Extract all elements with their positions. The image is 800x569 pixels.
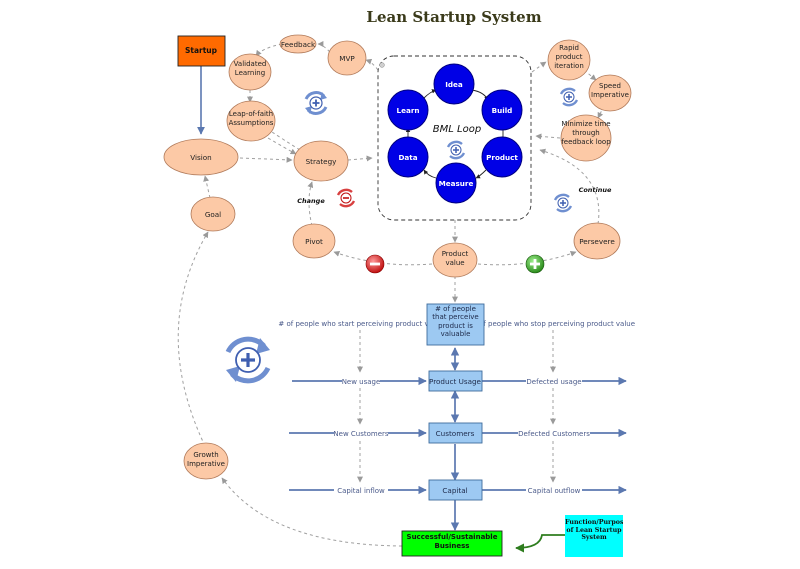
stock-customers[interactable]: Customers bbox=[428, 422, 483, 444]
bml-product-label: Product bbox=[486, 153, 518, 162]
node-speed-imperative[interactable]: Speed Imperative bbox=[588, 74, 632, 112]
bml-loop-region bbox=[377, 55, 532, 221]
stop-perceiving-label: # of people who stop perceiving product … bbox=[471, 320, 635, 328]
speed-imperative-label: Speed Imperative bbox=[591, 82, 629, 99]
defected-usage-label: Defected usage bbox=[526, 378, 581, 386]
function-arrow bbox=[515, 534, 565, 553]
bml-loop-label: BML Loop bbox=[433, 124, 481, 135]
capital-outflow-label: Capital outflow bbox=[528, 487, 581, 495]
feedback-label: Feedback bbox=[281, 40, 316, 49]
node-persevere[interactable]: Persevere bbox=[573, 222, 621, 260]
goal-label: Goal bbox=[205, 210, 221, 219]
stock-capital[interactable]: Capital bbox=[428, 479, 483, 501]
bml-data-label: Data bbox=[398, 153, 417, 162]
minus-icon bbox=[365, 254, 385, 274]
mvp-label: MVP bbox=[339, 54, 355, 63]
speed-loop-icon bbox=[559, 87, 579, 107]
start-perceiving-label: # of people who start perceiving product… bbox=[278, 320, 443, 328]
bml-build-label: Build bbox=[492, 106, 513, 115]
bml-center-loop-icon bbox=[446, 140, 466, 160]
strategy-label: Strategy bbox=[306, 157, 338, 166]
leap-of-faith-label: Leap-of-faith Assumptions bbox=[228, 110, 274, 127]
node-goal[interactable]: Goal bbox=[190, 196, 236, 232]
big-reinforcing-loop-icon bbox=[225, 336, 271, 384]
stock-capital-label: Capital bbox=[442, 486, 467, 495]
vision-label: Vision bbox=[190, 153, 211, 162]
stock-perceive[interactable]: # of people that perceive product is val… bbox=[426, 303, 485, 346]
bml-region-handle bbox=[379, 62, 385, 68]
stock-perceive-label: # of people that perceive product is val… bbox=[432, 305, 479, 339]
node-vision[interactable]: Vision bbox=[163, 138, 239, 176]
bml-node-learn[interactable]: Learn bbox=[387, 89, 429, 131]
flow-guides bbox=[357, 330, 556, 483]
persevere-label: Persevere bbox=[579, 237, 615, 246]
bml-node-data[interactable]: Data bbox=[387, 136, 429, 178]
startup-box[interactable]: Startup bbox=[177, 35, 226, 67]
node-growth-imperative[interactable]: Growth Imperative bbox=[183, 442, 229, 480]
bml-node-product[interactable]: Product bbox=[481, 136, 523, 178]
bml-measure-label: Measure bbox=[439, 179, 474, 188]
bml-idea-label: Idea bbox=[445, 80, 463, 89]
new-usage-label: New usage bbox=[342, 378, 381, 386]
capital-inflow-label: Capital inflow bbox=[337, 487, 385, 495]
node-pivot[interactable]: Pivot bbox=[292, 223, 336, 259]
node-mvp[interactable]: MVP bbox=[327, 40, 367, 76]
node-leap-of-faith[interactable]: Leap-of-faith Assumptions bbox=[226, 100, 276, 142]
bml-node-build[interactable]: Build bbox=[481, 89, 523, 131]
page-title: Lean Startup System bbox=[366, 8, 541, 26]
continue-label: Continue bbox=[579, 186, 612, 194]
function-note[interactable]: Function/Purpose of Lean Startup System bbox=[565, 515, 623, 557]
stock-product-usage-label: Product Usage bbox=[429, 377, 482, 386]
function-note-label: Function/Purpose of Lean Startup System bbox=[565, 519, 623, 542]
change-label: Change bbox=[297, 197, 325, 205]
pivot-label: Pivot bbox=[305, 237, 323, 246]
startup-label: Startup bbox=[185, 46, 218, 55]
success-label: Successful/Sustainable Business bbox=[406, 533, 498, 550]
stock-product-usage[interactable]: Product Usage bbox=[428, 370, 483, 392]
rapid-iteration-label: Rapid product iteration bbox=[554, 44, 584, 70]
node-rapid-iteration[interactable]: Rapid product iteration bbox=[547, 39, 591, 81]
pivot-balancing-loop-icon bbox=[336, 188, 356, 208]
bml-node-measure[interactable]: Measure bbox=[435, 162, 477, 204]
bml-learn-label: Learn bbox=[397, 106, 420, 115]
validated-learning-label: Validated Learning bbox=[233, 60, 267, 77]
node-product-value[interactable]: Product value bbox=[432, 242, 478, 278]
product-value-label: Product value bbox=[441, 250, 469, 267]
node-minimize-time[interactable]: Minimize time through feedback loop bbox=[560, 114, 612, 162]
reinforcing-loop-icon bbox=[304, 91, 328, 115]
node-feedback[interactable]: Feedback bbox=[279, 34, 317, 54]
stock-customers-label: Customers bbox=[436, 429, 475, 438]
minimize-time-label: Minimize time through feedback loop bbox=[561, 120, 611, 146]
defected-customers-label: Defected Customers bbox=[518, 430, 590, 438]
node-validated-learning[interactable]: Validated Learning bbox=[228, 53, 272, 91]
plus-icon bbox=[525, 254, 545, 274]
bml-node-idea[interactable]: Idea bbox=[433, 63, 475, 105]
success-box[interactable]: Successful/Sustainable Business bbox=[401, 530, 503, 557]
node-strategy[interactable]: Strategy bbox=[293, 140, 349, 182]
persevere-loop-icon bbox=[553, 193, 573, 213]
new-customers-label: New Customers bbox=[333, 430, 388, 438]
growth-imperative-label: Growth Imperative bbox=[187, 451, 225, 468]
